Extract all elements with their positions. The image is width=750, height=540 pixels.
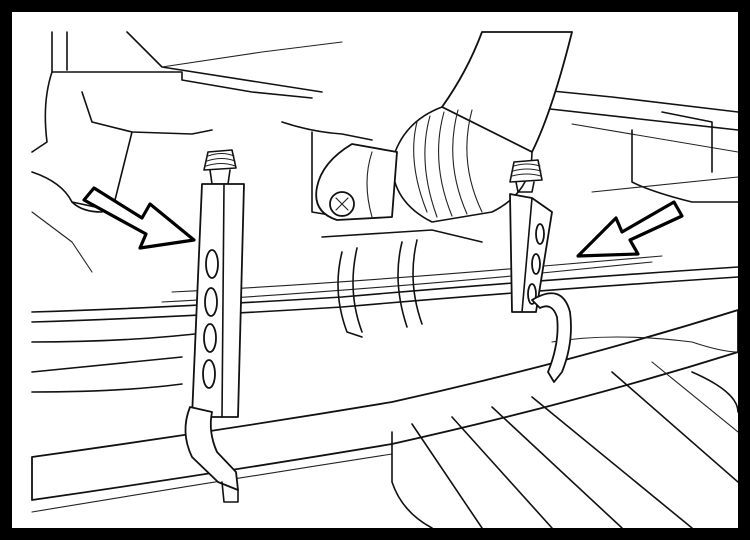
- left-hanger-bracket: [184, 149, 245, 503]
- right-hanger-bracket: [509, 159, 572, 383]
- underbody-structure: [31, 31, 738, 273]
- right-callout-arrow: [576, 200, 684, 258]
- lower-structure: [391, 336, 738, 528]
- center-clamp: [321, 229, 483, 338]
- line-illustration: [31, 31, 738, 528]
- exhaust-pipe-upper: [315, 31, 573, 223]
- left-callout-arrow: [82, 186, 196, 250]
- exhaust-pipe: [31, 309, 738, 513]
